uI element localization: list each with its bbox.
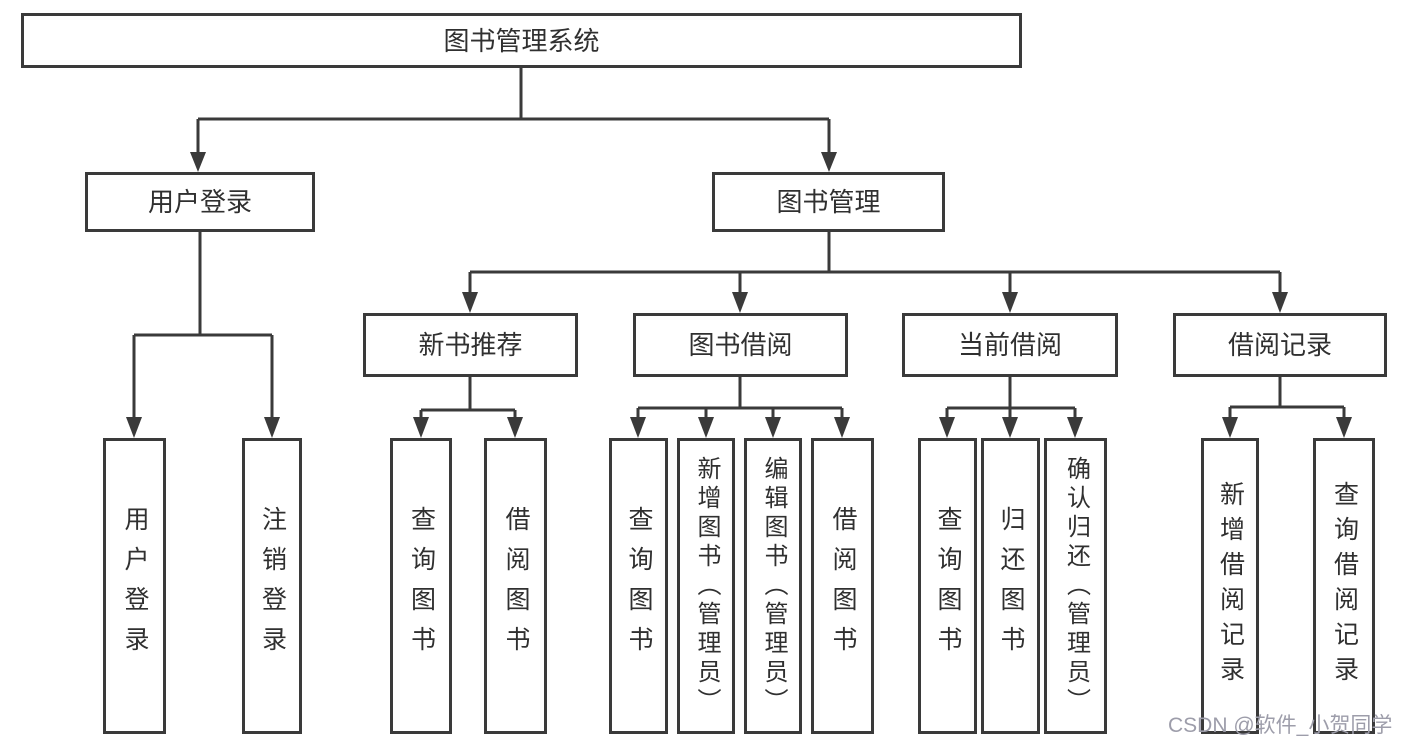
node-new-books: 新书推荐 xyxy=(363,313,578,377)
leaf-label: 用户登录 xyxy=(121,506,149,666)
leaf-query-books-borrow: 查询图书 xyxy=(609,438,668,734)
leaf-label: 借阅图书 xyxy=(502,506,530,666)
leaf-confirm-return-admin: 确认归还（管理员） xyxy=(1044,438,1107,734)
connector-root xyxy=(196,68,831,155)
node-borrow-records-label: 借阅记录 xyxy=(1227,330,1332,360)
node-new-books-label: 新书推荐 xyxy=(418,330,523,360)
leaf-query-borrow-record: 查询借阅记录 xyxy=(1313,438,1375,734)
leaf-user-login: 用户登录 xyxy=(103,438,166,734)
node-user-login: 用户登录 xyxy=(85,172,315,232)
leaf-return-books: 归还图书 xyxy=(981,438,1040,734)
leaf-label: 借阅图书 xyxy=(829,506,857,666)
connector-user-login xyxy=(132,232,274,420)
node-book-management: 图书管理 xyxy=(712,172,945,232)
leaf-add-books-admin: 新增图书（管理员） xyxy=(677,438,735,734)
leaf-borrow-books-borrow: 借阅图书 xyxy=(811,438,874,734)
leaf-borrow-books-newbooks: 借阅图书 xyxy=(484,438,547,734)
leaf-logout: 注销登录 xyxy=(242,438,302,734)
leaf-edit-books-admin: 编辑图书（管理员） xyxy=(744,438,802,734)
connector-book-borrow xyxy=(636,377,844,421)
leaf-label: 查询图书 xyxy=(934,506,962,666)
leaf-label: 查询图书 xyxy=(625,506,653,666)
leaf-add-borrow-record: 新增借阅记录 xyxy=(1201,438,1259,734)
node-current-borrow-label: 当前借阅 xyxy=(957,330,1062,360)
leaf-label: 确认归还（管理员） xyxy=(1062,455,1090,717)
node-borrow-records: 借阅记录 xyxy=(1173,313,1387,377)
connector-current-borrow xyxy=(945,377,1077,421)
leaf-label: 新增借阅记录 xyxy=(1216,481,1245,691)
node-book-borrow-label: 图书借阅 xyxy=(688,330,793,360)
node-user-login-label: 用户登录 xyxy=(147,187,252,217)
leaf-query-books-current: 查询图书 xyxy=(918,438,977,734)
node-root: 图书管理系统 xyxy=(21,13,1022,68)
csdn-watermark: CSDN @软件_小贺同学 xyxy=(1168,714,1393,737)
node-book-management-label: 图书管理 xyxy=(776,187,881,217)
leaf-query-books-newbooks: 查询图书 xyxy=(390,438,452,734)
leaf-label: 查询借阅记录 xyxy=(1330,481,1359,691)
connector-book-management xyxy=(468,232,1282,295)
node-current-borrow: 当前借阅 xyxy=(902,313,1118,377)
node-root-label: 图书管理系统 xyxy=(443,25,600,56)
leaf-label: 归还图书 xyxy=(997,506,1025,666)
leaf-label: 新增图书（管理员） xyxy=(693,455,720,717)
node-book-borrow: 图书借阅 xyxy=(633,313,848,377)
leaf-label: 注销登录 xyxy=(258,506,287,666)
arrowheads xyxy=(126,152,1352,438)
connector-new-books xyxy=(419,377,517,421)
connector-borrow-records xyxy=(1228,377,1346,421)
leaf-label: 编辑图书（管理员） xyxy=(760,455,787,717)
leaf-label: 查询图书 xyxy=(407,506,436,666)
